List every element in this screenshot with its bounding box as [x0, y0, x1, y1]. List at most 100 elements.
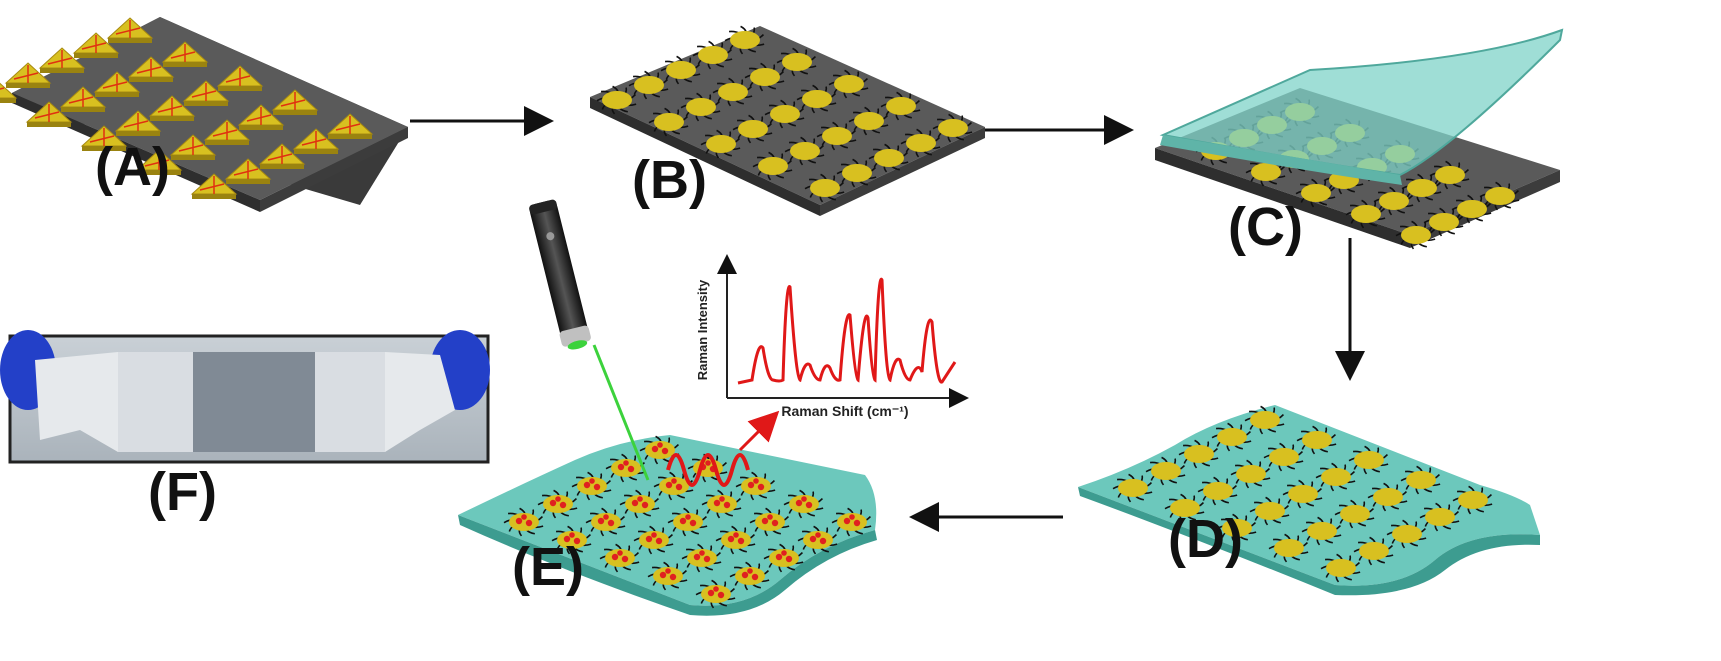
panel-label-e: (E) [512, 537, 584, 597]
nanostar-with-hotspots [797, 525, 838, 555]
gold-nanostars-with-hotspots [503, 435, 872, 609]
gold-nanostar [1296, 425, 1337, 455]
nanostar-with-hotspots [763, 543, 804, 573]
gold-nanostar [776, 47, 817, 77]
gold-nanostar [828, 69, 869, 99]
panel-label-a: (A) [95, 137, 170, 197]
gold-triangles [0, 17, 374, 199]
nanostar-with-hotspots [681, 543, 722, 573]
nanostar-with-hotspots [667, 507, 708, 537]
nanostar-with-hotspots [619, 489, 660, 519]
gold-nanostar [596, 85, 637, 115]
gold-nanostar [900, 128, 941, 158]
nanostar-with-hotspots [551, 525, 592, 555]
gold-nanostar [628, 70, 669, 100]
nanostar-with-hotspots [729, 561, 770, 591]
gold-nanostar [804, 173, 845, 203]
gold-nanostar [732, 114, 773, 144]
gold-nanostar [1451, 194, 1492, 224]
gold-nanostar [1395, 220, 1436, 250]
nanostar-with-hotspots [735, 471, 776, 501]
nanostar-with-hotspots [599, 543, 640, 573]
nanostar-with-hotspots [701, 489, 742, 519]
panel-a-substrate [0, 17, 408, 212]
gold-nanostar [1452, 485, 1493, 515]
gold-nanostar [1320, 553, 1361, 583]
gold-nanostar [1244, 405, 1285, 435]
gold-nanostar [1216, 513, 1257, 543]
nanostar-with-hotspots [503, 507, 544, 537]
gold-nanostar [836, 158, 877, 188]
gold-nanostar [784, 136, 825, 166]
gold-nanostar [712, 77, 753, 107]
scattered-signal-arrow [738, 410, 780, 452]
raman-spectrum-inset: Raman Intensity Raman Shift (cm⁻¹) [695, 254, 969, 419]
panel-label-d: (D) [1168, 509, 1243, 569]
gold-nanostar [1429, 160, 1470, 190]
panel-label-f: (F) [148, 462, 217, 522]
gold-nanostar [1400, 465, 1441, 495]
gold-nanostar [1245, 157, 1286, 187]
gold-nanostar [1211, 422, 1252, 452]
nanostar-with-hotspots [749, 507, 790, 537]
panel-d-film [1078, 405, 1540, 596]
gold-nanostar [848, 106, 889, 136]
gold-nanostar [880, 91, 921, 121]
gold-nanostar [1263, 442, 1304, 472]
gold-nanostar [724, 25, 765, 55]
gold-triangle [0, 82, 18, 99]
gold-nanostar [1164, 493, 1205, 523]
gold-nanostar [1334, 499, 1375, 529]
gold-nanostar [692, 40, 733, 70]
gold-nanostar [1145, 456, 1186, 486]
nanostar-with-hotspots [695, 579, 736, 609]
gold-nanostar [796, 84, 837, 114]
gold-nanostar [1230, 459, 1271, 489]
gold-nanostar [1367, 482, 1408, 512]
gold-nanostar [752, 151, 793, 181]
gold-nanostar [1386, 519, 1427, 549]
gold-nanostars [1112, 405, 1493, 583]
film-edge [1160, 135, 1402, 185]
gold-nanostar [1249, 496, 1290, 526]
gold-nanostar [1268, 533, 1309, 563]
nanostar-with-hotspots [639, 435, 680, 465]
nanostar-with-hotspots [831, 507, 872, 537]
gold-nanostar [1348, 445, 1389, 475]
nanostar-with-hotspots [605, 453, 646, 483]
gold-nanostar [1401, 173, 1442, 203]
sers-film-area [193, 352, 315, 452]
gold-nanostar [1301, 516, 1342, 546]
gold-nanostar [868, 143, 909, 173]
nanostar-with-hotspots [647, 561, 688, 591]
gold-nanostar [1373, 186, 1414, 216]
gold-nanostar [1479, 181, 1520, 211]
nanostar-with-hotspots [783, 489, 824, 519]
y-axis-label: Raman Intensity [695, 279, 710, 380]
gold-nanostar [1345, 199, 1386, 229]
gold-nanostar [660, 55, 701, 85]
gold-nanostar [680, 92, 721, 122]
gold-nanostar [1353, 536, 1394, 566]
gold-nanostar [1178, 439, 1219, 469]
gold-nanostar [764, 99, 805, 129]
x-axis-label: Raman Shift (cm⁻¹) [781, 403, 908, 419]
panel-f-photo [0, 330, 490, 464]
nanostar-with-hotspots [585, 507, 626, 537]
gold-nanostar [700, 129, 741, 159]
panel-b-substrate [590, 25, 985, 216]
nanostar-with-hotspots [571, 471, 612, 501]
panel-c-substrate [1155, 28, 1564, 250]
gold-nanostar [648, 107, 689, 137]
gold-nanostar [1197, 476, 1238, 506]
gold-nanostar [932, 113, 973, 143]
laser-pointer-icon [529, 199, 591, 350]
spectrum-line [737, 277, 957, 385]
nanostar-with-hotspots [633, 525, 674, 555]
scattered-light-wave [666, 453, 750, 487]
panel-e-film [458, 435, 877, 616]
gold-nanostar [1423, 207, 1464, 237]
nanostar-with-hotspots [653, 471, 694, 501]
